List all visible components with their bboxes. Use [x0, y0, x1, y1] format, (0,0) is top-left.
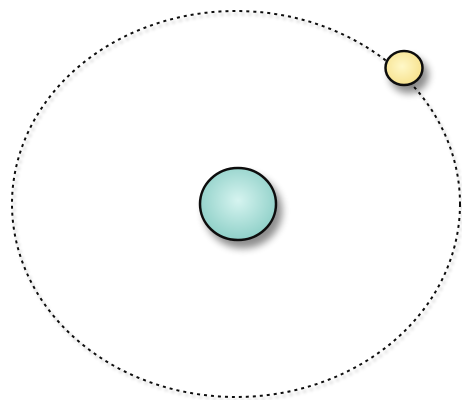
orbiting-body [386, 51, 423, 85]
central-body [200, 168, 276, 240]
